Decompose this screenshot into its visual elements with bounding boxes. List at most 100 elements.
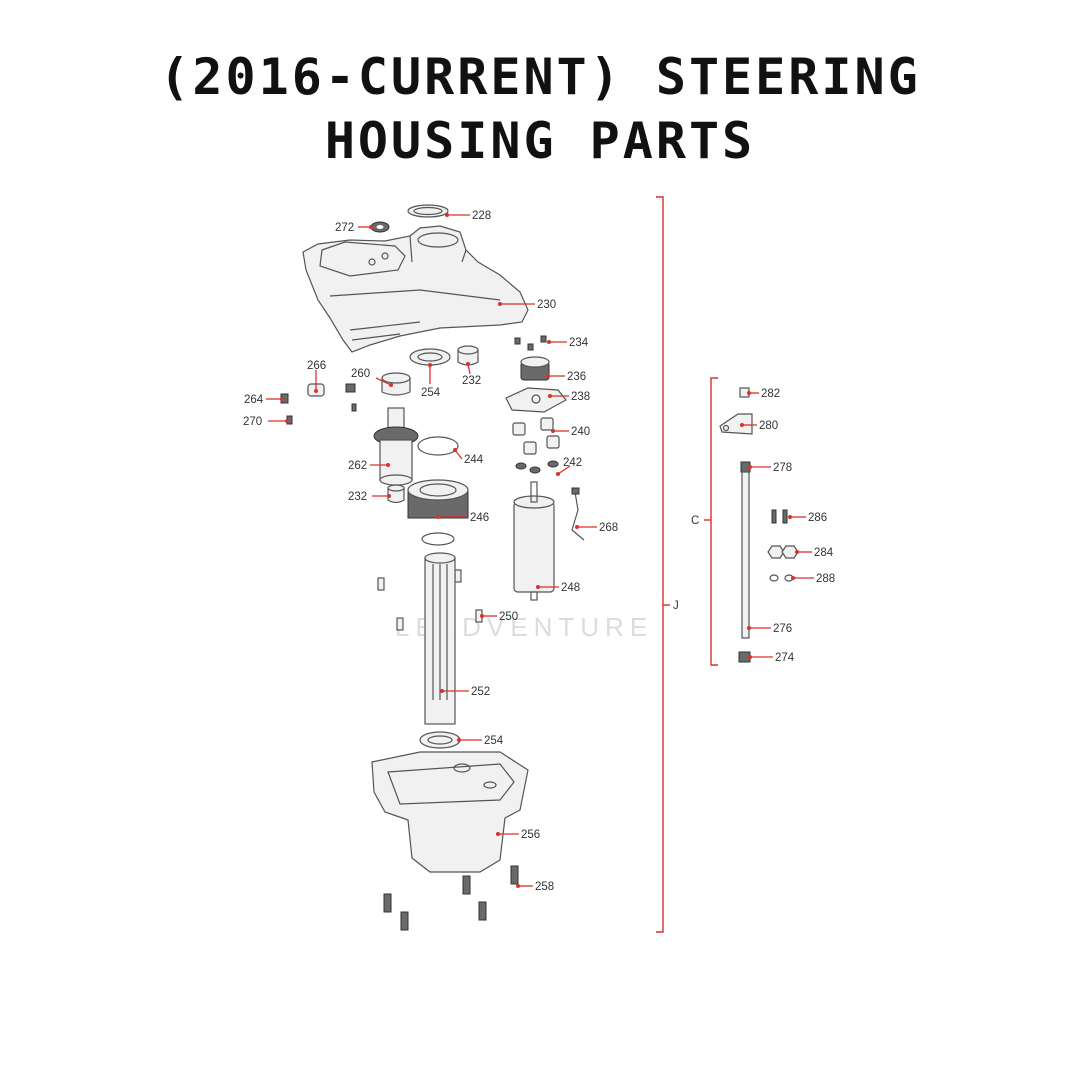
callout-label-232b: 232 (348, 491, 367, 503)
part-washers-242 (515, 460, 559, 474)
callout-286: 286 (788, 512, 827, 524)
callout-label-234: 234 (569, 337, 589, 349)
bracket-label-c: C (691, 515, 699, 527)
callout-268: 268 (575, 522, 618, 534)
part-washer-272 (370, 221, 390, 233)
part-ring-244 (417, 436, 459, 456)
part-bracket-280 (719, 413, 753, 435)
callout-label-228: 228 (472, 210, 491, 222)
callout-248: 248 (536, 582, 580, 594)
callout-label-278: 278 (773, 462, 792, 474)
callout-236: 236 (546, 371, 586, 383)
page-title-line-2: HOUSING PARTS (324, 112, 756, 170)
callout-242: 242 (556, 457, 582, 476)
callout-252: 252 (440, 686, 490, 698)
part-screws-286 (771, 509, 788, 524)
callout-228: 228 (445, 210, 491, 222)
part-nuts-284 (767, 545, 799, 559)
callout-label-264: 264 (244, 394, 264, 406)
part-washers-288 (769, 574, 794, 582)
callout-label-236: 236 (567, 371, 586, 383)
callout-232b: 232 (348, 491, 391, 503)
callout-254a: 254 (421, 363, 441, 399)
callout-label-286: 286 (808, 512, 827, 524)
callout-label-248: 248 (561, 582, 580, 594)
callout-256: 256 (496, 829, 540, 841)
callout-258: 258 (516, 881, 554, 893)
callout-272: 272 (335, 222, 373, 234)
part-gear-236 (520, 356, 550, 381)
callout-label-232a: 232 (462, 375, 481, 387)
callout-label-240: 240 (571, 426, 590, 438)
part-gears-240 (512, 417, 560, 455)
callout-288: 288 (791, 573, 835, 585)
part-bushing-232-top (457, 345, 479, 366)
part-bearing-254-top (409, 348, 451, 366)
part-screws-234 (514, 335, 547, 351)
callout-240: 240 (551, 426, 590, 438)
callout-label-274: 274 (775, 652, 795, 664)
callout-282: 282 (747, 388, 780, 400)
part-clip (345, 383, 357, 412)
callout-266: 266 (307, 360, 326, 393)
part-bearing-254-lower (419, 731, 461, 749)
callout-260: 260 (351, 368, 393, 387)
callout-label-246: 246 (470, 512, 489, 524)
callout-label-284: 284 (814, 547, 834, 559)
callout-label-256: 256 (521, 829, 540, 841)
callout-label-268: 268 (599, 522, 618, 534)
callout-244: 244 (453, 448, 484, 466)
part-shaft-262 (373, 407, 419, 486)
callout-label-276: 276 (773, 623, 792, 635)
callout-274: 274 (748, 652, 795, 664)
part-ring-228 (407, 204, 449, 218)
callout-label-242: 242 (563, 457, 582, 469)
callout-238: 238 (548, 391, 590, 403)
callout-label-244: 244 (464, 454, 484, 466)
callout-232a: 232 (462, 362, 481, 387)
callout-label-266: 266 (307, 360, 326, 372)
callout-label-254b: 254 (484, 735, 504, 747)
callout-280: 280 (740, 420, 778, 432)
callout-278: 278 (748, 462, 792, 474)
callout-label-238: 238 (571, 391, 590, 403)
part-bolts-258 (383, 865, 519, 931)
callout-262: 262 (348, 460, 390, 472)
part-motor-248 (513, 481, 555, 601)
callout-label-252: 252 (471, 686, 490, 698)
callout-250: 250 (480, 611, 518, 623)
part-bushing-260 (381, 372, 411, 396)
part-tube-252 (424, 552, 456, 725)
callout-label-230: 230 (537, 299, 556, 311)
page-title-line-1: (2016-CURRENT) STEERING (159, 48, 921, 106)
callout-label-260: 260 (351, 368, 370, 380)
callout-label-272: 272 (335, 222, 354, 234)
callout-label-262: 262 (348, 460, 367, 472)
callout-270: 270 (243, 416, 289, 428)
bracket-label-j: J (673, 600, 679, 612)
part-lower-housing-256 (371, 751, 529, 873)
callout-label-270: 270 (243, 416, 262, 428)
callout-label-280: 280 (759, 420, 778, 432)
callout-276: 276 (747, 623, 792, 635)
callout-label-250: 250 (499, 611, 518, 623)
callout-264: 264 (244, 394, 284, 406)
part-ring-tube (421, 532, 455, 546)
part-plate-238 (505, 387, 567, 413)
bracket-j: J (656, 196, 679, 933)
callout-246: 246 (436, 512, 489, 524)
callout-254b: 254 (457, 735, 504, 747)
part-upper-housing-230 (302, 225, 529, 353)
callout-label-282: 282 (761, 388, 780, 400)
callout-label-258: 258 (535, 881, 554, 893)
bracket-c: C (691, 377, 718, 666)
callout-284: 284 (795, 547, 834, 559)
part-gear-246 (407, 479, 469, 519)
callout-label-288: 288 (816, 573, 835, 585)
part-rod-276 (740, 461, 751, 639)
callout-label-254a: 254 (421, 387, 441, 399)
callout-230: 230 (498, 299, 556, 311)
callout-234: 234 (547, 337, 589, 349)
